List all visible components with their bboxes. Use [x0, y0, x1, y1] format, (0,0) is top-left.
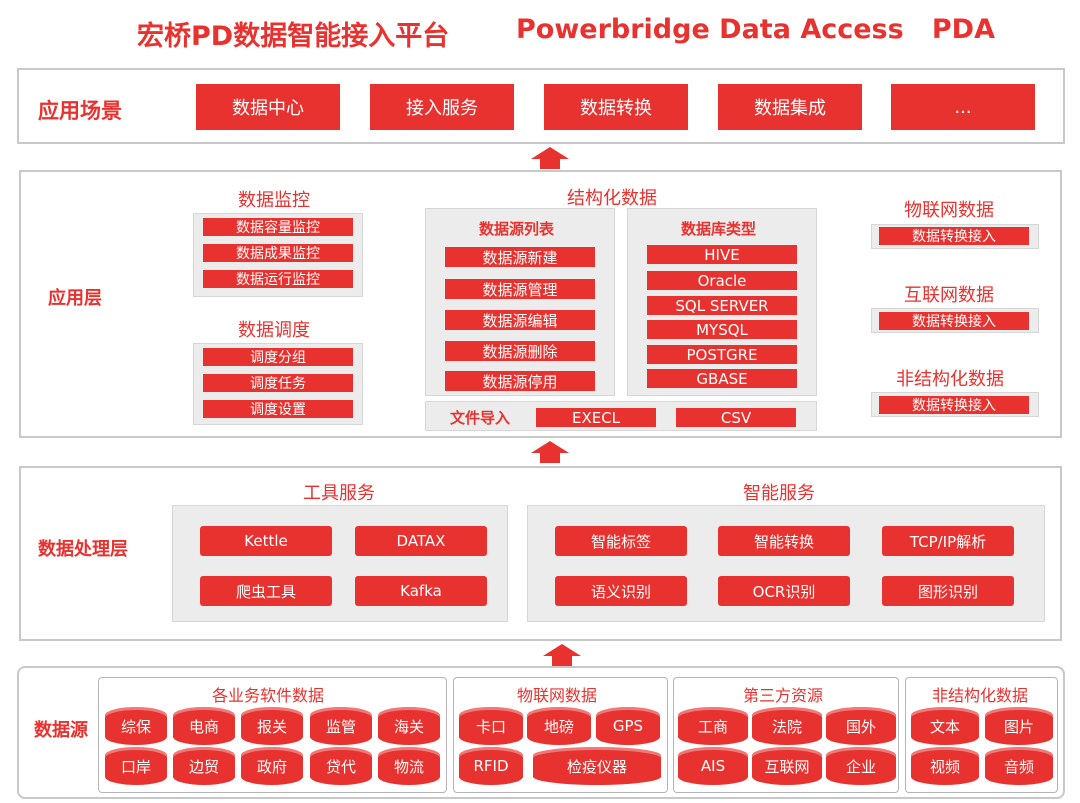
unstructured-title: 非结构化数据 [896, 369, 1004, 390]
source-create-button[interactable]: 数据源新建 [445, 247, 595, 267]
tool-kafka-button[interactable]: Kafka [355, 576, 487, 606]
business-group [98, 677, 447, 793]
iot-title: 物联网数据 [904, 200, 994, 221]
src-shipin[interactable]: 视频 [911, 747, 979, 785]
iot-source-title: 物联网数据 [517, 686, 598, 705]
src-kouan[interactable]: 口岸 [105, 747, 167, 785]
db-hive-button[interactable]: HIVE [647, 245, 797, 264]
scene-button-access-service[interactable]: 接入服务 [370, 84, 514, 130]
internet-title: 互联网数据 [904, 285, 994, 306]
src-baoguan[interactable]: 报关 [241, 707, 303, 745]
monitor-result-button[interactable]: 数据成果监控 [203, 244, 353, 262]
src-jianguan[interactable]: 监管 [310, 707, 372, 745]
tool-crawler-button[interactable]: 爬虫工具 [200, 576, 332, 606]
src-daidai[interactable]: 贷代 [310, 747, 372, 785]
unstructured-source-group [905, 677, 1058, 793]
src-dibang[interactable]: 地磅 [527, 707, 591, 745]
iot-convert-button[interactable]: 数据转换接入 [879, 227, 1029, 245]
db-oracle-button[interactable]: Oracle [647, 271, 797, 290]
tool-kettle-button[interactable]: Kettle [200, 526, 332, 556]
scene-button-data-convert[interactable]: 数据转换 [544, 84, 688, 130]
schedule-setting-button[interactable]: 调度设置 [203, 400, 353, 418]
file-csv-button[interactable]: CSV [676, 408, 796, 427]
db-postgre-button[interactable]: POSTGRE [647, 345, 797, 364]
db-gbase-button[interactable]: GBASE [647, 369, 797, 388]
db-type-title: 数据库类型 [681, 220, 757, 238]
scenes-frame [17, 68, 1065, 144]
monitor-runtime-button[interactable]: 数据运行监控 [203, 270, 353, 288]
db-sqlserver-button[interactable]: SQL SERVER [647, 296, 797, 315]
src-haiguan[interactable]: 海关 [378, 707, 440, 745]
source-list-panel [425, 208, 615, 396]
scenes-label: 应用场景 [38, 99, 122, 123]
file-execl-button[interactable]: EXECL [536, 408, 656, 427]
src-ais[interactable]: AIS [678, 747, 748, 785]
processing-label: 数据处理层 [38, 539, 128, 560]
monitor-capacity-button[interactable]: 数据容量监控 [203, 218, 353, 236]
source-edit-button[interactable]: 数据源编辑 [445, 310, 595, 330]
scene-button-data-integration[interactable]: 数据集成 [718, 84, 862, 130]
iot-source-group [453, 677, 668, 793]
schedule-task-button[interactable]: 调度任务 [203, 374, 353, 392]
db-mysql-button[interactable]: MYSQL [647, 320, 797, 339]
src-wenben[interactable]: 文本 [911, 707, 979, 745]
src-qiye[interactable]: 企业 [826, 747, 896, 785]
src-yinpin[interactable]: 音频 [985, 747, 1053, 785]
src-hulianwang[interactable]: 互联网 [752, 747, 822, 785]
smart-semantic-button[interactable]: 语义识别 [555, 576, 687, 606]
source-list-title: 数据源列表 [479, 220, 555, 238]
structured-title: 结构化数据 [567, 188, 657, 209]
tool-datax-button[interactable]: DATAX [355, 526, 487, 556]
source-manage-button[interactable]: 数据源管理 [445, 279, 595, 299]
app-layer-label: 应用层 [48, 288, 102, 309]
src-guowai[interactable]: 国外 [826, 707, 896, 745]
source-disable-button[interactable]: 数据源停用 [445, 371, 595, 391]
unstructured-source-title: 非结构化数据 [932, 686, 1029, 705]
smart-tcpip-button[interactable]: TCP/IP解析 [882, 526, 1014, 556]
file-import-label: 文件导入 [450, 409, 511, 427]
business-title: 各业务软件数据 [212, 686, 325, 705]
src-kakou[interactable]: 卡口 [459, 707, 523, 745]
src-dianshang[interactable]: 电商 [173, 707, 235, 745]
smart-graphic-button[interactable]: 图形识别 [882, 576, 1014, 606]
third-source-title: 第三方资源 [743, 686, 824, 705]
smart-tag-button[interactable]: 智能标签 [555, 526, 687, 556]
src-zongbao[interactable]: 综保 [105, 707, 167, 745]
tools-title: 工具服务 [303, 483, 375, 504]
title-en: Powerbridge Data Access PDA [516, 14, 995, 45]
src-tupian[interactable]: 图片 [985, 707, 1053, 745]
smart-ocr-button[interactable]: OCR识别 [718, 576, 850, 606]
internet-convert-button[interactable]: 数据转换接入 [879, 312, 1029, 330]
third-source-group [673, 677, 899, 793]
sources-label: 数据源 [34, 720, 88, 741]
title-cn: 宏桥PD数据智能接入平台 [137, 21, 450, 52]
schedule-title: 数据调度 [238, 320, 310, 341]
schedule-group-button[interactable]: 调度分组 [203, 348, 353, 366]
scene-button-more[interactable]: ... [891, 84, 1035, 130]
unstructured-convert-button[interactable]: 数据转换接入 [879, 396, 1029, 414]
src-wuliu[interactable]: 物流 [378, 747, 440, 785]
src-gongshang[interactable]: 工商 [678, 707, 748, 745]
src-zhengfu[interactable]: 政府 [241, 747, 303, 785]
src-jianyi[interactable]: 检疫仪器 [533, 747, 661, 785]
src-biammao[interactable]: 边贸 [173, 747, 235, 785]
smart-convert-button[interactable]: 智能转换 [718, 526, 850, 556]
source-delete-button[interactable]: 数据源删除 [445, 341, 595, 361]
src-rfid[interactable]: RFID [459, 747, 523, 785]
monitor-title: 数据监控 [238, 190, 310, 211]
src-fayuan[interactable]: 法院 [752, 707, 822, 745]
smart-title: 智能服务 [743, 483, 815, 504]
scene-button-data-center[interactable]: 数据中心 [196, 84, 340, 130]
src-gps[interactable]: GPS [596, 707, 660, 745]
